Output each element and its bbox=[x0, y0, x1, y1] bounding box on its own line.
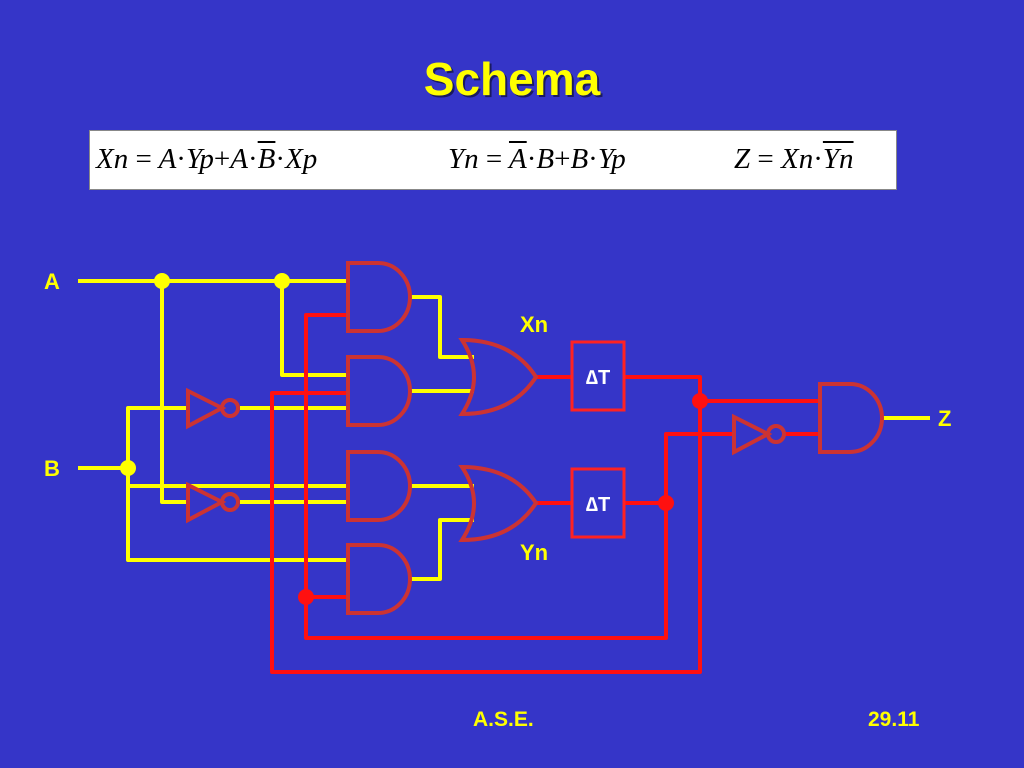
junction-a1 bbox=[154, 273, 170, 289]
eq-yn-op: = bbox=[485, 143, 503, 175]
eq-xn-t1: · bbox=[176, 143, 186, 175]
eq-xn-t2: Yp bbox=[185, 143, 214, 175]
eq-yn-t0: A bbox=[508, 143, 527, 175]
or-gate-yn bbox=[458, 464, 539, 543]
eq-yn-lhs: Yn bbox=[448, 143, 479, 175]
gates bbox=[186, 261, 884, 615]
eq-yn-t3: + bbox=[554, 143, 571, 175]
inverter-b-bubble bbox=[220, 398, 240, 418]
and-gate-3 bbox=[346, 450, 412, 522]
and-gate-z bbox=[818, 382, 884, 454]
eq-yn-t1: · bbox=[526, 143, 537, 175]
equation-yn: Yn = A·B+B·Yp bbox=[448, 143, 626, 176]
eq-xn-t3: + bbox=[213, 143, 231, 175]
footer-right: 29.11 bbox=[868, 708, 920, 731]
inverter-a bbox=[186, 481, 227, 524]
eq-yn-t6: Yp bbox=[597, 143, 626, 175]
eq-z-t1: · bbox=[813, 143, 823, 175]
input-junctions bbox=[120, 273, 290, 476]
wire-yp-inv bbox=[664, 432, 734, 503]
feedback-wires bbox=[270, 313, 820, 674]
feedback-junctions bbox=[298, 393, 708, 605]
junction-xp bbox=[692, 393, 708, 409]
eq-xn-t0: A bbox=[158, 143, 177, 175]
delay-box-xn bbox=[570, 340, 626, 412]
wire-xp-feedback bbox=[270, 391, 702, 674]
junction-a2 bbox=[274, 273, 290, 289]
equation-xn: Xn = A·Yp+A·B·Xp bbox=[96, 143, 317, 176]
delay-boxes: ∆T ∆T bbox=[570, 340, 626, 539]
slide-title: Schema bbox=[423, 53, 601, 105]
eq-xn-t7: · bbox=[275, 143, 286, 175]
junction-yp-gate4 bbox=[298, 589, 314, 605]
and-gate-1 bbox=[346, 261, 412, 333]
inverter-yn-bubble bbox=[766, 424, 786, 444]
and-gate-2 bbox=[346, 355, 412, 427]
eq-z-t2: Yn bbox=[822, 143, 854, 175]
or-gate-xn bbox=[458, 337, 539, 417]
eq-z-t0: Xn bbox=[781, 143, 814, 175]
eq-xn-t6: B bbox=[257, 143, 276, 175]
delay-label-yn: ∆T bbox=[586, 494, 610, 516]
equation-z: Z = Xn·Yn bbox=[734, 143, 854, 176]
input-wires bbox=[78, 279, 930, 581]
junction-b bbox=[120, 460, 136, 476]
signal-label-xn: Xn bbox=[520, 312, 548, 337]
eq-yn-t2: B bbox=[536, 143, 555, 175]
footer-left: A.S.E. bbox=[473, 708, 534, 731]
inverter-a-bubble bbox=[220, 492, 240, 512]
eq-xn-lhs: Xn bbox=[96, 143, 129, 175]
wire-a-inv2 bbox=[160, 281, 188, 504]
and-gate-4 bbox=[346, 543, 412, 615]
wire-b-inv1 bbox=[126, 406, 188, 468]
eq-yn-t5: · bbox=[588, 143, 598, 175]
wire-g1-or1 bbox=[410, 295, 474, 359]
eq-yn-t4: B bbox=[570, 143, 589, 175]
eq-xn-op: = bbox=[135, 143, 152, 175]
eq-z-lhs: Z bbox=[734, 143, 751, 175]
input-label-a: A bbox=[44, 269, 60, 294]
signal-label-yn: Yn bbox=[520, 540, 548, 565]
wire-b-gate4 bbox=[126, 468, 348, 562]
eq-xn-t8: Xp bbox=[285, 143, 318, 175]
junction-yp bbox=[658, 495, 674, 511]
wire-a-gate2 bbox=[280, 281, 348, 377]
inverter-b bbox=[186, 387, 227, 430]
wire-xp-zgate bbox=[624, 375, 820, 403]
eq-z-op: = bbox=[757, 143, 774, 175]
wire-yp-feedback bbox=[304, 313, 668, 640]
equation-box: Xn = A·Yp+A·B·Xp Yn = A·B+B·Yp Z = Xn·Yn bbox=[89, 130, 897, 190]
output-label-z: Z bbox=[938, 406, 951, 431]
delay-label-xn: ∆T bbox=[586, 367, 610, 389]
eq-xn-t4: A bbox=[230, 143, 248, 175]
input-label-b: B bbox=[44, 456, 60, 481]
eq-xn-t5: · bbox=[248, 143, 258, 175]
wire-g4-or2 bbox=[410, 518, 474, 581]
delay-box-yn bbox=[570, 467, 626, 539]
inverter-yn bbox=[732, 413, 773, 456]
